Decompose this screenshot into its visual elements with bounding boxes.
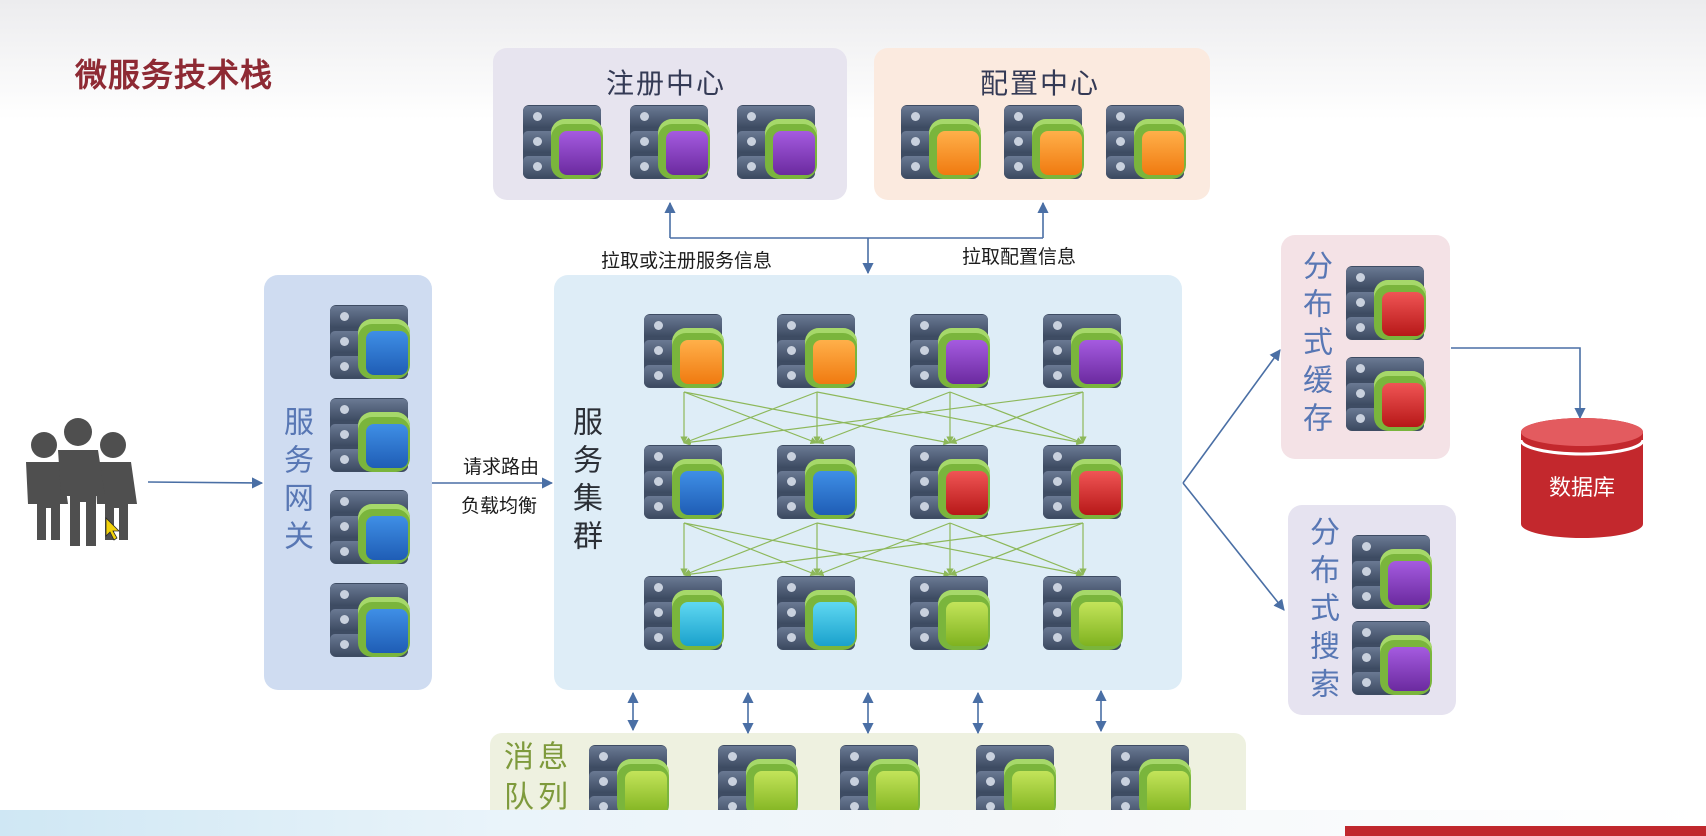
config-edge-label: 拉取配置信息 <box>962 246 1077 268</box>
search-label: 分布式搜索 <box>1304 516 1339 706</box>
cluster-mq-arrows <box>627 689 1107 735</box>
database-label: 数据库 <box>1548 476 1615 501</box>
slide-title: 微服务技术栈 <box>75 56 274 94</box>
search-server-icon <box>1352 621 1434 697</box>
mq-server-icon <box>718 745 800 821</box>
config-server-icon <box>1004 105 1086 181</box>
cluster-server-icon <box>1043 445 1125 521</box>
gateway-server-icon <box>330 490 412 566</box>
cluster-server-icon <box>1043 576 1125 652</box>
cluster-server-icon <box>777 576 859 652</box>
config-server-icon <box>901 105 983 181</box>
cluster-to-cache-search-arrows <box>1182 349 1285 611</box>
cluster-mesh-links <box>680 391 1087 578</box>
cache-to-database-arrow <box>1451 347 1586 420</box>
cache-label: 分布式缓存 <box>1297 250 1332 440</box>
registry-title: 注册中心 <box>606 67 727 100</box>
gateway-label: 服务网关 <box>278 406 313 558</box>
routing-label-line1: 请求路由 <box>463 456 540 478</box>
cluster-server-icon <box>910 445 992 521</box>
cluster-server-icon <box>910 576 992 652</box>
registry-server-icon <box>737 105 819 181</box>
registry-server-icon <box>523 105 605 181</box>
gateway-server-icon <box>330 305 412 381</box>
cluster-server-icon <box>644 445 726 521</box>
cluster-server-icon <box>1043 314 1125 390</box>
cache-server-icon <box>1346 357 1428 433</box>
mq-server-icon <box>840 745 922 821</box>
cache-server-icon <box>1346 266 1428 342</box>
config-server-icon <box>1106 105 1188 181</box>
cluster-label: 服务集群 <box>567 406 602 558</box>
users-to-gateway-arrow <box>147 477 264 489</box>
database-icon <box>1521 418 1643 538</box>
cluster-server-icon <box>644 576 726 652</box>
mq-label: 消息队列 <box>504 740 572 815</box>
routing-label-line2: 负载均衡 <box>461 495 538 517</box>
cluster-server-icon <box>777 314 859 390</box>
cluster-server-icon <box>777 445 859 521</box>
footer-accent-bar <box>1345 826 1706 836</box>
gateway-server-icon <box>330 583 412 659</box>
cluster-to-registry-config-arrows <box>664 201 1049 275</box>
config-title: 配置中心 <box>980 67 1101 100</box>
users-icon <box>26 418 137 546</box>
cluster-server-icon <box>910 314 992 390</box>
header-background <box>0 0 1706 120</box>
cluster-server-icon <box>644 314 726 390</box>
gateway-server-icon <box>330 398 412 474</box>
registry-server-icon <box>630 105 712 181</box>
search-server-icon <box>1352 535 1434 611</box>
registry-edge-label: 拉取或注册服务信息 <box>601 250 773 272</box>
